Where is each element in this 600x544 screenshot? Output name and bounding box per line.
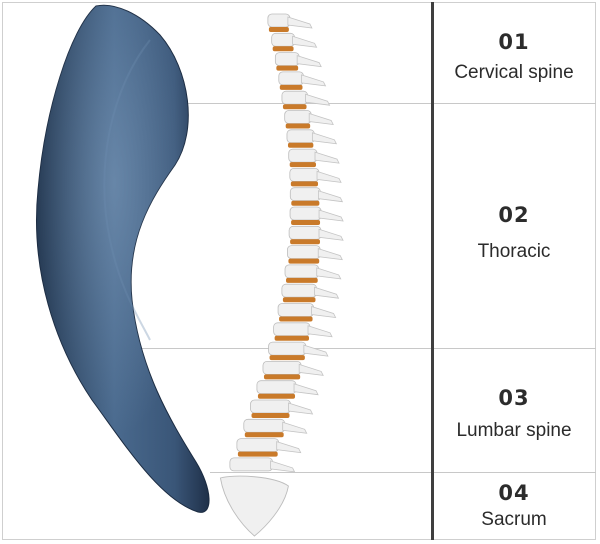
section-name: Sacrum — [481, 509, 547, 530]
spinous-process — [314, 151, 340, 164]
vertebra — [271, 32, 295, 47]
disc — [282, 297, 316, 303]
disc — [272, 46, 294, 52]
divider-line-2 — [140, 348, 596, 349]
disc — [282, 104, 307, 110]
disc — [274, 335, 310, 341]
vertebra — [288, 225, 322, 240]
disc — [263, 374, 301, 380]
vertebra — [289, 187, 321, 202]
vertebra — [236, 438, 280, 453]
label-column-divider — [431, 2, 434, 540]
section-name: Thoracic — [477, 241, 551, 262]
section-number: 01 — [498, 30, 530, 54]
spinous-process — [293, 383, 319, 396]
spinous-process — [287, 16, 313, 29]
disc — [279, 316, 313, 322]
disc — [285, 123, 311, 129]
spinous-process — [305, 93, 331, 106]
spinous-process — [318, 228, 344, 241]
section-cervical: 01 Cervical spine — [434, 32, 594, 84]
section-thoracic: 02 Thoracic — [434, 205, 594, 263]
spinous-process — [276, 441, 302, 454]
vertebra — [262, 360, 302, 375]
disc — [268, 27, 289, 32]
disc — [237, 451, 278, 457]
vertebra — [287, 245, 321, 260]
vertebra — [267, 13, 291, 28]
spinous-process — [301, 74, 327, 87]
disc — [279, 84, 303, 90]
vertebra — [268, 341, 307, 356]
vertebra — [229, 457, 273, 472]
disc — [291, 200, 320, 206]
spinous-process — [317, 248, 343, 261]
section-lumbar: 03 Lumbar spine — [434, 388, 594, 442]
vertebra — [243, 418, 286, 433]
section-name: Cervical spine — [454, 62, 574, 83]
disc — [287, 142, 314, 148]
vertebra — [250, 399, 291, 414]
disc — [288, 258, 320, 264]
spinous-process — [311, 305, 337, 318]
section-number: 04 — [498, 481, 530, 505]
disc — [289, 162, 316, 168]
section-name: Lumbar spine — [456, 420, 572, 441]
disc — [251, 413, 290, 418]
spinous-process — [296, 55, 322, 68]
vertebra — [281, 283, 317, 298]
section-number: 03 — [498, 386, 530, 410]
spinous-process — [308, 112, 334, 125]
vertebra — [256, 380, 297, 395]
spinous-process — [288, 402, 314, 415]
section-number: 02 — [498, 203, 530, 227]
spinous-process — [270, 460, 296, 473]
disc — [290, 239, 321, 245]
disc — [290, 181, 319, 187]
spinous-process — [318, 209, 344, 222]
spinous-process — [311, 132, 338, 145]
vertebra — [284, 264, 320, 279]
disc — [269, 355, 305, 361]
vertebra — [286, 129, 315, 144]
disc — [276, 65, 299, 71]
diagram-frame — [2, 2, 596, 540]
vertebra — [273, 322, 311, 337]
spinous-process — [316, 170, 342, 183]
divider-line-1 — [185, 103, 596, 104]
divider-line-3 — [210, 472, 596, 473]
disc — [244, 432, 284, 438]
section-sacrum: 04 Sacrum — [434, 483, 594, 531]
vertebra — [289, 167, 320, 182]
spinous-process — [292, 35, 318, 48]
vertebra — [281, 90, 308, 105]
disc — [257, 393, 296, 399]
spinous-process — [316, 267, 342, 280]
sacrum-bone — [219, 475, 289, 537]
spinous-process — [317, 190, 344, 203]
support-shape — [36, 4, 210, 513]
vertebra — [289, 206, 322, 221]
spinous-process — [282, 421, 308, 434]
spinous-process — [303, 344, 329, 357]
vertebra — [278, 71, 304, 86]
vertebra — [288, 148, 318, 163]
disc — [286, 277, 318, 283]
spinous-process — [314, 286, 340, 299]
vertebra — [284, 110, 312, 124]
spine — [219, 13, 344, 537]
spinous-process — [307, 325, 333, 338]
disc — [291, 220, 321, 225]
vertebra — [277, 303, 314, 317]
spinous-process — [298, 363, 324, 376]
vertebra — [274, 52, 300, 66]
